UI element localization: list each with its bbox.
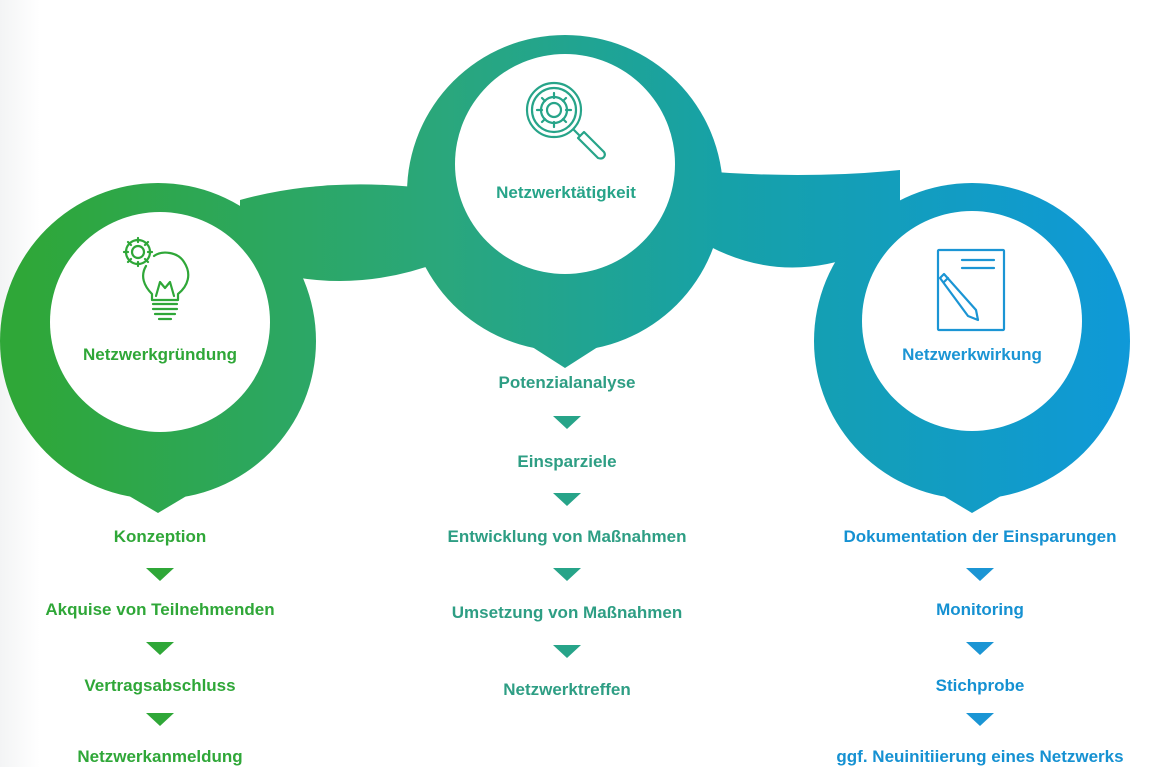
inner-circle-left bbox=[50, 212, 270, 432]
step-dokumentation: Dokumentation der Einsparungen bbox=[843, 527, 1117, 546]
step-neuinitiierung: ggf. Neuinitiierung eines Netzwerks bbox=[836, 747, 1124, 766]
arrow-down-icon bbox=[966, 568, 994, 581]
arrow-down-icon bbox=[146, 642, 174, 655]
stage-title-netzwerkwirkung: Netzwerkwirkung bbox=[902, 345, 1042, 364]
step-netzwerktreffen: Netzwerktreffen bbox=[503, 680, 631, 699]
inner-circle-middle bbox=[455, 54, 675, 274]
inner-circle-right bbox=[862, 211, 1082, 431]
arrow-down-icon bbox=[966, 642, 994, 655]
connector-right bbox=[690, 170, 900, 268]
pointer-middle bbox=[490, 320, 640, 368]
step-netzwerkanmeldung: Netzwerkanmeldung bbox=[77, 747, 243, 766]
arrow-down-icon bbox=[553, 645, 581, 658]
arrow-down-icon bbox=[553, 416, 581, 429]
step-stichprobe: Stichprobe bbox=[935, 676, 1025, 695]
step-entwicklung: Entwicklung von Maßnahmen bbox=[447, 527, 687, 546]
arrow-down-icon bbox=[146, 713, 174, 726]
arrow-down-icon bbox=[553, 568, 581, 581]
step-einsparziele: Einsparziele bbox=[517, 452, 617, 471]
lightbulb-gear-icon bbox=[122, 236, 190, 321]
pointer-left bbox=[85, 470, 230, 513]
stage-title-netzwerktaetigkeit: Netzwerktätigkeit bbox=[496, 183, 636, 202]
step-potenzialanalyse: Potenzialanalyse bbox=[498, 373, 636, 392]
document-pencil-icon bbox=[936, 248, 1006, 332]
arrow-down-icon bbox=[966, 713, 994, 726]
arrow-down-icon bbox=[553, 493, 581, 506]
arrow-down-icon bbox=[146, 568, 174, 581]
step-konzeption: Konzeption bbox=[113, 527, 207, 546]
step-umsetzung: Umsetzung von Maßnahmen bbox=[451, 603, 683, 622]
step-monitoring: Monitoring bbox=[936, 600, 1024, 619]
pointer-right bbox=[900, 470, 1045, 513]
step-akquise: Akquise von Teilnehmenden bbox=[45, 600, 275, 619]
step-vertragsabschluss: Vertragsabschluss bbox=[84, 676, 236, 695]
stage-title-netzwerkgruendung: Netzwerkgründung bbox=[83, 345, 237, 364]
magnifier-gear-icon bbox=[525, 81, 606, 160]
